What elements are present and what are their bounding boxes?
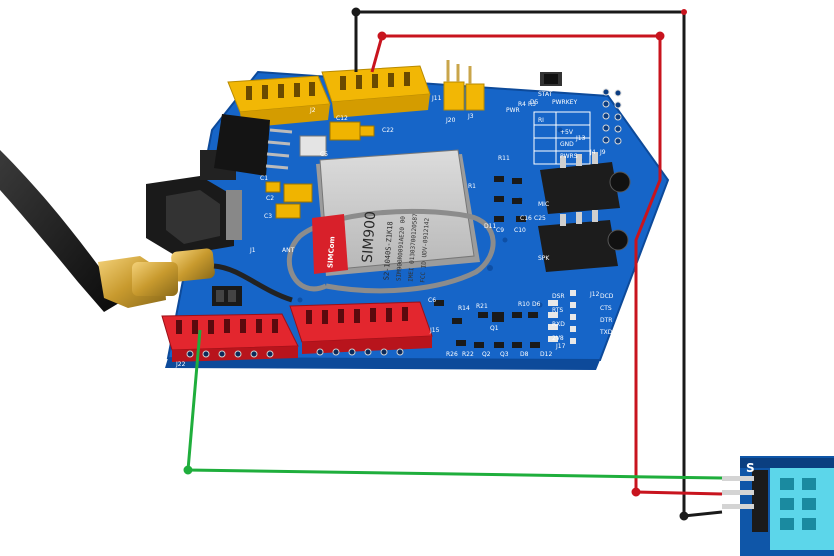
sensor-label: S xyxy=(746,461,755,475)
label-r21: R21 xyxy=(476,303,488,310)
label-c25: C25 xyxy=(534,215,546,222)
label-c2: C2 xyxy=(266,195,274,202)
label-d11: D11 xyxy=(484,223,496,230)
bottom-header-left xyxy=(161,313,299,362)
label-2v8: 2V8 xyxy=(552,335,564,342)
silkscreen-labels: ANT J22 J15 J1 J2 J20 J3 J11 J12 J13 J4 … xyxy=(175,91,614,368)
label-c12: C12 xyxy=(336,115,348,122)
label-j9: J9 xyxy=(599,149,606,156)
pwrkey-button xyxy=(540,72,562,86)
simcom-logo xyxy=(312,214,348,274)
simcom-brand: SIMCom xyxy=(326,236,336,268)
wire-gnd-black xyxy=(351,7,723,521)
white-pads xyxy=(548,290,576,344)
label-r11: R11 xyxy=(498,155,510,162)
top-header-right xyxy=(321,65,431,118)
label-c22: C22 xyxy=(382,127,394,134)
antenna-connector xyxy=(171,248,293,303)
tantalum-caps xyxy=(265,121,375,219)
label-r10: R10 xyxy=(518,301,530,308)
wire-data-green xyxy=(183,329,723,480)
module-line4: FCC ID UDV-0912142 xyxy=(419,217,431,283)
module-line3: IMEI 01303700120587 xyxy=(407,213,419,282)
regulator-ic xyxy=(214,114,293,176)
label-stat: STAT xyxy=(538,91,553,98)
gsm-shield-board xyxy=(146,60,670,370)
label-mic: MIC xyxy=(538,201,549,208)
label-c5: C5 xyxy=(320,151,328,158)
bottom-header-right xyxy=(289,301,433,354)
label-dsr: DSR xyxy=(552,293,565,300)
label-pwrs: PWRS xyxy=(560,153,578,160)
label-d8: D8 xyxy=(520,351,529,358)
label-j17: J17 xyxy=(555,343,566,350)
label-j15: J15 xyxy=(429,327,440,334)
label-pwr: PWR xyxy=(506,107,520,114)
label-q2: Q2 xyxy=(482,351,491,358)
label-rts: RTS xyxy=(552,307,563,314)
label-pwrkey: PWRKEY xyxy=(552,99,577,106)
label-c16: C16 xyxy=(520,215,532,222)
label-ant: ANT xyxy=(282,247,295,254)
label-c3: C3 xyxy=(264,213,272,220)
label-q3: Q3 xyxy=(500,351,509,358)
wire-vcc-red xyxy=(370,31,723,497)
label-d6: D6 xyxy=(532,301,541,308)
label-c9: C9 xyxy=(496,227,504,234)
label-r14: R14 xyxy=(458,305,470,312)
label-r4: R4 xyxy=(518,101,526,108)
dc-jack xyxy=(146,150,242,256)
simcom-text: SIMCom xyxy=(326,236,336,268)
label-dtr: DTR xyxy=(600,317,612,324)
label-j12: J12 xyxy=(589,291,600,298)
audio-jack-top xyxy=(540,152,631,214)
label-spk: SPK xyxy=(538,255,550,262)
sim900-module xyxy=(286,149,496,294)
label-txd: TXD xyxy=(599,329,613,336)
label-d5: D5 xyxy=(530,99,539,106)
label-j13: J13 xyxy=(575,135,586,142)
module-model: SIM900 xyxy=(360,211,380,264)
bottom-pin-rows xyxy=(186,348,404,358)
label-j22: J22 xyxy=(175,361,186,368)
label-rxd: RXD xyxy=(552,321,565,328)
label-5v: +5V xyxy=(560,129,574,136)
label-r26: R26 xyxy=(446,351,458,358)
label-q1: Q1 xyxy=(490,325,499,332)
antenna xyxy=(0,150,178,312)
label-d12: D12 xyxy=(540,351,552,358)
label-r1: R1 xyxy=(468,183,476,190)
label-gnd: GND xyxy=(560,141,574,148)
right-pin-header xyxy=(602,88,622,145)
label-j2: J2 xyxy=(309,107,316,114)
audio-jack-bottom xyxy=(538,210,629,272)
label-j1: J1 xyxy=(249,247,256,254)
jumper-black xyxy=(212,286,242,306)
label-c1: C1 xyxy=(260,175,268,182)
label-cts: CTS xyxy=(600,305,612,312)
label-ri: RI xyxy=(538,117,544,124)
label-r22: R22 xyxy=(462,351,474,358)
ferrite xyxy=(299,135,327,157)
dht11-sensor: S xyxy=(722,456,834,556)
label-c6: C6 xyxy=(428,297,436,304)
label-j20: J20 xyxy=(445,117,456,124)
label-c10: C10 xyxy=(514,227,526,234)
label-dcd: DCD xyxy=(600,293,614,300)
label-j4: J4 xyxy=(589,149,596,156)
module-line2: SIM900R0091AE20 00 xyxy=(395,216,407,282)
label-j3: J3 xyxy=(467,113,474,120)
label-j11: J11 xyxy=(431,95,442,102)
jumper-j20 xyxy=(443,60,485,111)
label-r3: R3 xyxy=(528,101,536,108)
